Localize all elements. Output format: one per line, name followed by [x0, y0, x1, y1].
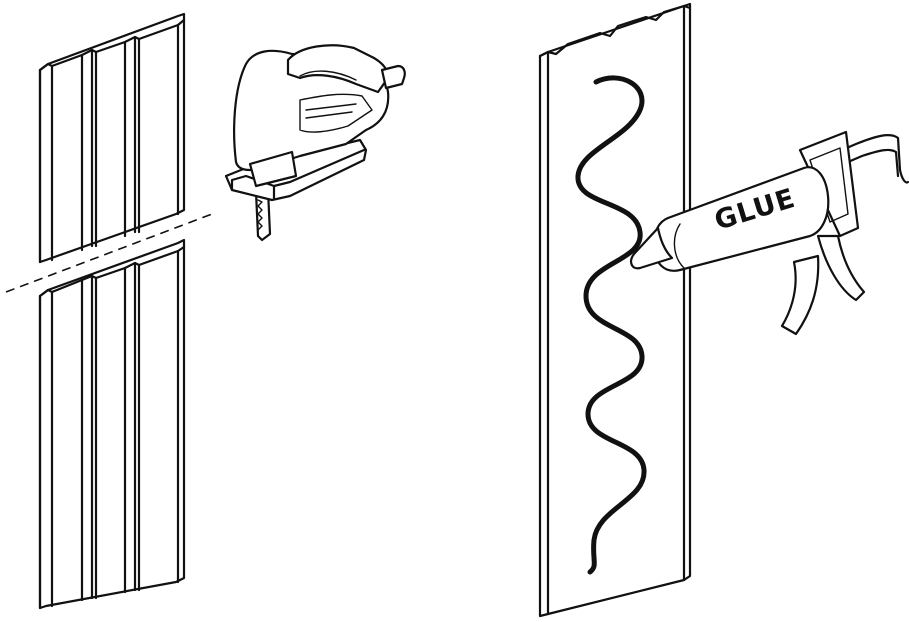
- slatted-panel-bottom-piece: [38, 238, 186, 610]
- jigsaw-icon: [224, 44, 406, 242]
- slatted-panel-top-piece: [38, 12, 186, 264]
- panel-back-board: [538, 2, 692, 618]
- cut-line: [5, 213, 213, 293]
- glue-bead: [575, 75, 647, 575]
- caulk-gun-icon: GLUE: [630, 130, 909, 336]
